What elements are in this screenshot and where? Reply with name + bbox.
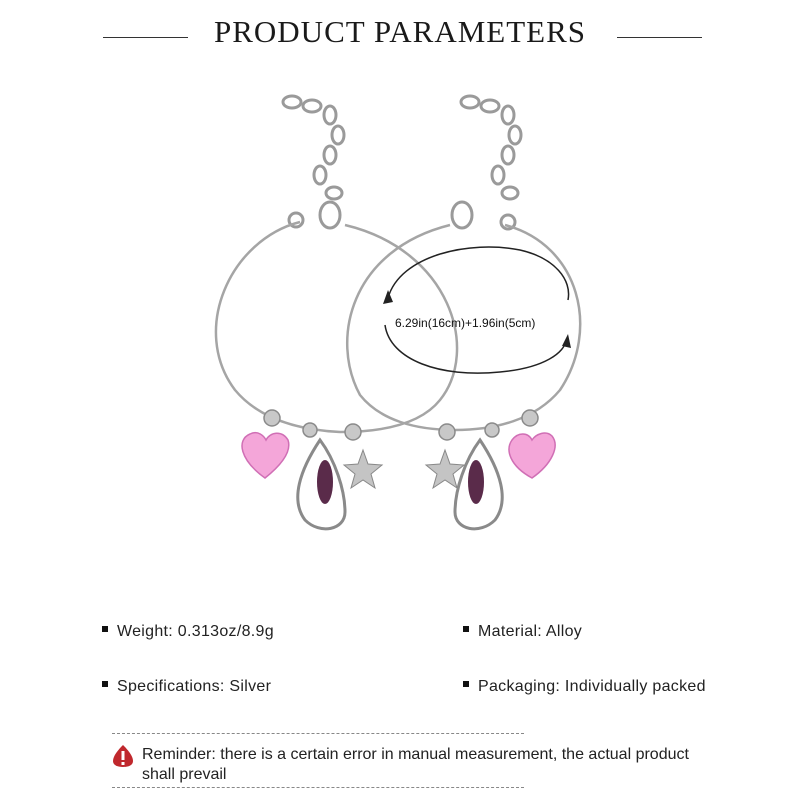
bracelet-illustration: 6.29in(16cm)+1.96in(5cm): [214, 94, 582, 531]
bullet-icon: [463, 626, 469, 632]
arrow-head-right: [562, 334, 571, 348]
heart-charm-left: [241, 431, 290, 479]
bullet-icon: [102, 681, 108, 687]
spec-packaging: Packaging: Individually packed: [463, 678, 706, 696]
star-charm-right: [424, 448, 466, 490]
spec-specifications: Specifications: Silver: [102, 678, 271, 696]
divider-bottom: [112, 787, 524, 788]
page-title: PRODUCT PARAMETERS: [213, 14, 587, 49]
gem-right: [468, 460, 484, 504]
bullet-icon: [102, 626, 108, 632]
divider-top: [112, 733, 524, 734]
spec-material: Material: Alloy: [463, 623, 582, 641]
warning-icon: [113, 745, 133, 767]
title-rule-left: [103, 37, 188, 38]
star-charm-left: [342, 448, 384, 490]
heart-charm-right: [508, 432, 556, 479]
extension-chain-right: [459, 94, 523, 201]
spec-weight: Weight: 0.313oz/8.9g: [102, 623, 274, 641]
extension-chain-left: [281, 94, 346, 201]
arrow-head-left: [383, 290, 393, 304]
measure-arc-bottom: [384, 324, 567, 374]
gem-left: [317, 460, 333, 504]
measurement-label: 6.29in(16cm)+1.96in(5cm): [395, 316, 535, 330]
measure-arc-top: [387, 246, 570, 301]
bullet-icon: [463, 681, 469, 687]
reminder-text: Reminder: there is a certain error in ma…: [142, 746, 689, 783]
title-rule-right: [617, 37, 702, 38]
